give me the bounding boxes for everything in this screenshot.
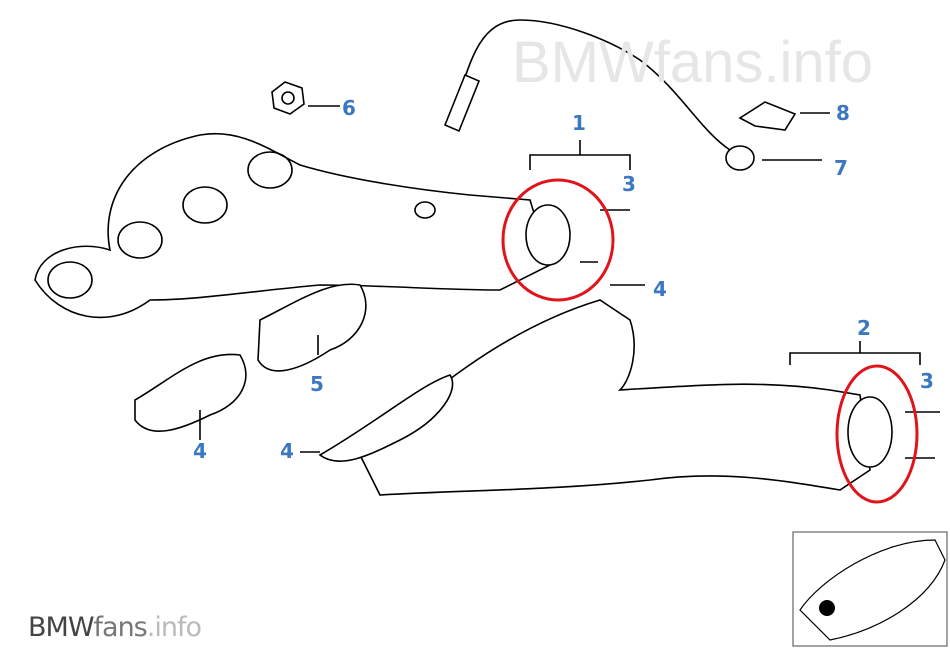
- callout-8: 8: [836, 101, 850, 125]
- gasket-5: [257, 283, 367, 372]
- callout-5: 5: [310, 372, 324, 396]
- callout-3: 3: [622, 172, 636, 196]
- location-marker: [819, 600, 835, 616]
- callout-4: 4: [280, 439, 294, 463]
- gasket-4-left: [134, 353, 247, 432]
- callout-7: 7: [834, 156, 848, 180]
- logo-brand: BMW: [28, 612, 95, 643]
- callout-6: 6: [342, 96, 356, 120]
- highlight-circle-1: [501, 178, 615, 302]
- highlight-circle-2: [835, 364, 919, 504]
- vehicle-location-inset: [792, 531, 948, 647]
- callout-1: 1: [572, 111, 586, 135]
- callout-3: 3: [920, 369, 934, 393]
- watermark: BMWfans.info: [512, 30, 873, 95]
- nut: [271, 81, 305, 115]
- logo-suffix: .info: [146, 612, 202, 643]
- bmwfans-logo: BMWfans.info: [28, 612, 202, 643]
- gasket-4-lower: [318, 374, 454, 463]
- logo-fans: fans: [93, 612, 148, 643]
- oxygen-sensor: [443, 73, 481, 133]
- sensor-connector: [725, 145, 755, 171]
- upper-manifold: [34, 132, 551, 319]
- oxygen-sensor-cable: [454, 19, 731, 151]
- callout-4: 4: [653, 277, 667, 301]
- callout-2: 2: [857, 316, 871, 340]
- lower-manifold: [359, 299, 871, 496]
- callout-4: 4: [193, 439, 207, 463]
- clip: [738, 101, 797, 131]
